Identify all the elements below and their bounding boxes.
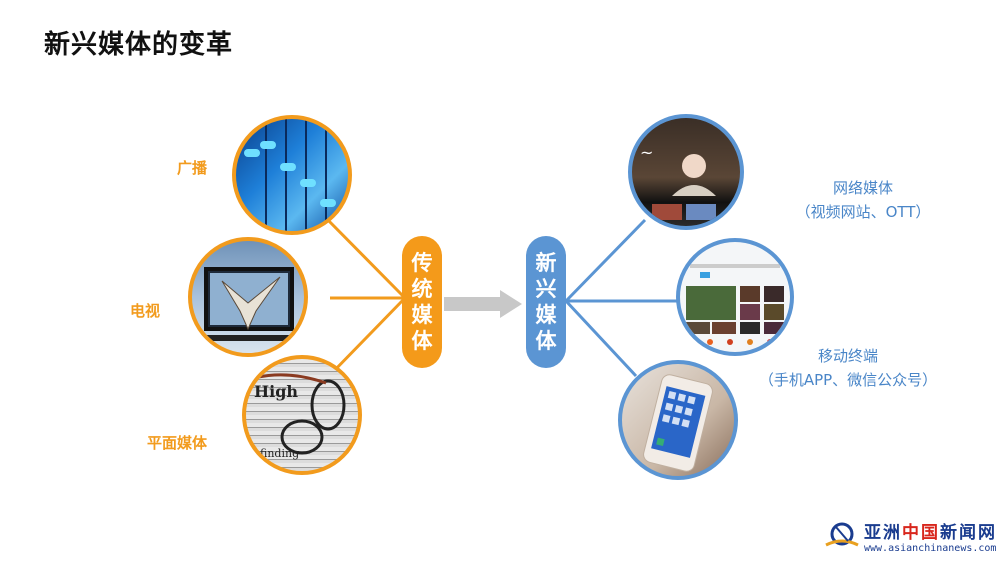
website-grid-icon bbox=[686, 264, 784, 345]
radio-image bbox=[232, 115, 352, 235]
label-network-media: 网络媒体 （视频网站、OTT） bbox=[763, 176, 963, 224]
video-app-image: ~ bbox=[628, 114, 744, 230]
mobile-terminal-title: 移动终端 bbox=[817, 347, 878, 365]
video-thumbnail-icon: ~ bbox=[640, 143, 716, 220]
smartphone-image bbox=[618, 360, 738, 480]
watermark-name-part: 新闻网 bbox=[940, 523, 997, 543]
mixer-sliders-icon bbox=[244, 119, 336, 231]
pill-char: 传 bbox=[411, 251, 433, 275]
pill-char: 体 bbox=[411, 329, 433, 353]
network-media-title: 网络媒体 bbox=[832, 179, 893, 197]
label-tv: 电视 bbox=[130, 302, 161, 320]
arrow-right-icon bbox=[444, 290, 522, 318]
label-mobile-terminal: 移动终端 （手机APP、微信公众号） bbox=[728, 344, 968, 392]
pill-char: 媒 bbox=[411, 303, 433, 327]
tv-eagle-icon bbox=[202, 267, 296, 341]
pill-char: 兴 bbox=[535, 277, 557, 301]
pill-char: 新 bbox=[535, 251, 557, 275]
svg-text:High: High bbox=[254, 382, 298, 401]
watermark-url: www.asianchinanews.com bbox=[864, 543, 997, 554]
asianchinanews-logo-icon bbox=[825, 522, 859, 547]
pill-char: 统 bbox=[411, 277, 433, 301]
smartphone-icon bbox=[643, 374, 713, 472]
watermark-logo: 亚洲中国新闻网 www.asianchinanews.com bbox=[824, 518, 997, 554]
pill-char: 体 bbox=[535, 329, 557, 353]
traditional-media-pill: 传 统 媒 体 bbox=[402, 236, 442, 368]
glasses-icon: High finding bbox=[249, 373, 346, 460]
newspaper-image: High finding bbox=[242, 355, 362, 475]
watermark-name: 亚洲中国新闻网 bbox=[864, 518, 997, 543]
watermark-name-part: 亚洲 bbox=[864, 523, 902, 543]
network-media-sub: （视频网站、OTT） bbox=[795, 203, 931, 221]
video-website-image bbox=[676, 238, 794, 356]
page-title: 新兴媒体的变革 bbox=[44, 30, 234, 60]
emerging-media-pill: 新 兴 媒 体 bbox=[526, 236, 566, 368]
tv-image bbox=[188, 237, 308, 357]
watermark-name-part: 中国 bbox=[902, 523, 940, 543]
label-print: 平面媒体 bbox=[147, 434, 208, 452]
mobile-terminal-sub: （手机APP、微信公众号） bbox=[758, 371, 938, 389]
svg-text:finding: finding bbox=[260, 447, 299, 460]
pill-char: 媒 bbox=[535, 303, 557, 327]
label-radio: 广播 bbox=[177, 159, 208, 177]
svg-text:~: ~ bbox=[640, 143, 653, 162]
